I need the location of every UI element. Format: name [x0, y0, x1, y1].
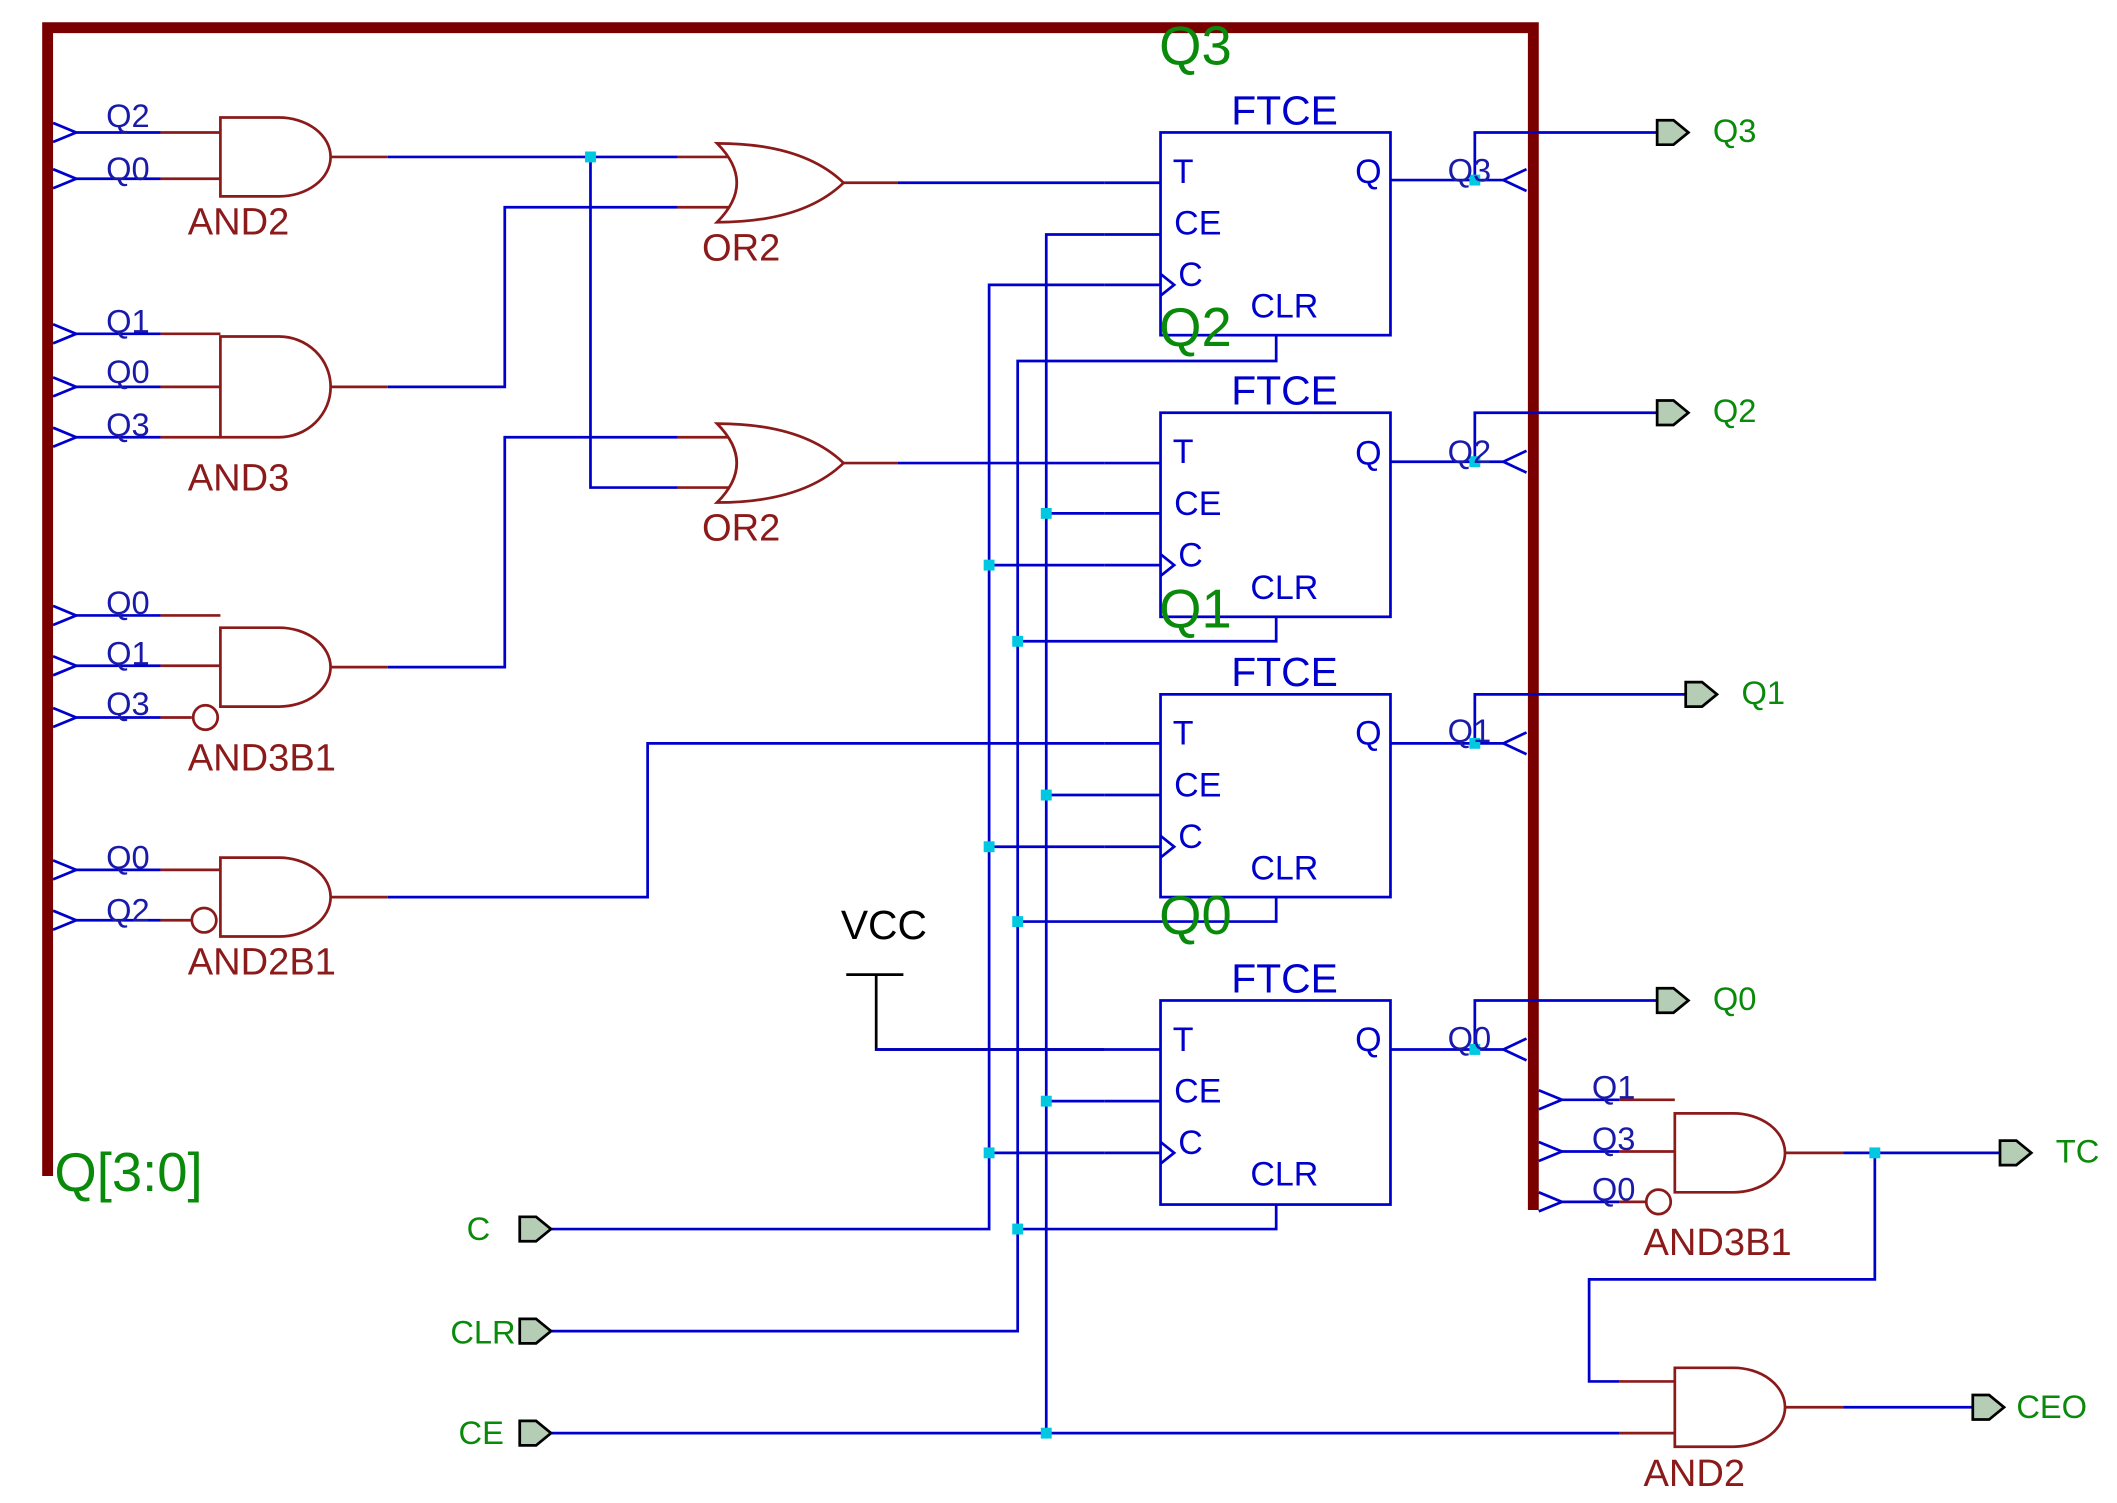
svg-text:Q: Q: [1355, 715, 1381, 753]
svg-text:CE: CE: [1174, 1073, 1221, 1111]
input-port-ce[interactable]: CE: [459, 1414, 554, 1451]
net-label: Q3: [106, 406, 150, 443]
vcc-symbol: VCC: [841, 902, 1105, 1051]
ff-instance-label: Q3: [1159, 15, 1232, 76]
output-port-tc[interactable]: TC: [1998, 1132, 2100, 1169]
port-label: Q3: [1713, 112, 1757, 149]
ff-pin-stubs: [1104, 181, 1161, 1155]
ff-output-nets: Q3 Q2 Q1 Q0: [1390, 131, 1686, 1056]
output-port-q2[interactable]: Q2: [1655, 392, 1757, 429]
svg-text:CE: CE: [1174, 204, 1221, 242]
port-label: TC: [2056, 1132, 2100, 1169]
left-gate-input-wires: [76, 131, 221, 922]
or2-gate-bottom[interactable]: OR2: [677, 422, 1105, 550]
bus-label: Q[3:0]: [54, 1142, 202, 1203]
net-label: Q2: [106, 97, 150, 134]
net-label: Q0: [106, 150, 150, 187]
ftce-flipflop-q1[interactable]: FTCE T CE C CLR Q Q1: [1159, 579, 1392, 899]
net-label: Q0: [106, 584, 150, 621]
left-net-labels: Q2 Q0 Q1 Q0 Q3 Q0 Q1 Q3 Q0 Q2: [106, 97, 150, 929]
junction-dot: [585, 151, 596, 163]
ftce-flipflop-q2[interactable]: FTCE T CE C CLR Q Q2: [1159, 297, 1392, 619]
svg-text:Q: Q: [1355, 153, 1381, 191]
net-label: Q2: [1448, 433, 1492, 470]
ff-instance-label: Q1: [1159, 579, 1232, 640]
svg-text:CLR: CLR: [1250, 1156, 1318, 1194]
svg-text:Q: Q: [1355, 434, 1381, 472]
svg-text:Q: Q: [1355, 1021, 1381, 1059]
gate-label: AND3B1: [188, 738, 336, 780]
svg-text:C: C: [1178, 256, 1203, 294]
net-label: Q1: [1448, 712, 1492, 749]
net-label: Q0: [106, 353, 150, 390]
svg-text:CLR: CLR: [1250, 569, 1318, 607]
port-label: Q2: [1713, 392, 1757, 429]
net-label: Q1: [106, 302, 150, 339]
gate-label: AND2B1: [188, 942, 336, 984]
input-port-clr[interactable]: CLR: [450, 1313, 554, 1350]
port-label: Q0: [1713, 980, 1757, 1017]
svg-text:CE: CE: [1174, 766, 1221, 804]
svg-text:T: T: [1173, 433, 1194, 471]
net-label: Q0: [1592, 1170, 1636, 1207]
gate-label: OR2: [702, 227, 780, 269]
port-label: C: [467, 1210, 491, 1247]
svg-text:CE: CE: [1174, 485, 1221, 523]
and2-gate-ceo[interactable]: AND2: [1619, 1366, 1973, 1495]
clock-net: [551, 283, 1105, 1231]
net-label: Q1: [106, 634, 150, 671]
and2b1-gate[interactable]: AND2B1: [188, 741, 1105, 984]
net-label: Q1: [1592, 1068, 1636, 1105]
output-port-q1[interactable]: Q1: [1684, 674, 1785, 711]
gate-label: AND3: [188, 457, 290, 499]
port-label: CEO: [2016, 1388, 2087, 1425]
and3-gate[interactable]: AND3: [188, 205, 678, 499]
gate-label: OR2: [702, 508, 780, 550]
ff-type-label: FTCE: [1231, 87, 1338, 133]
input-port-c[interactable]: C: [467, 1210, 554, 1247]
ff-instance-label: Q2: [1159, 297, 1232, 358]
ff-type-label: FTCE: [1231, 955, 1338, 1001]
ff-instance-label: Q0: [1159, 885, 1232, 946]
ce-net: [551, 233, 1620, 1439]
output-port-q0[interactable]: Q0: [1655, 980, 1757, 1017]
svg-text:CLR: CLR: [1250, 287, 1318, 325]
and3b1-gate-right[interactable]: Q1 Q3 Q0 AND3B1: [1561, 1068, 1844, 1264]
gate-label: AND2: [1644, 1453, 1746, 1495]
port-label: CLR: [450, 1313, 515, 1350]
port-label: Q1: [1741, 674, 1785, 711]
net-label: Q0: [106, 839, 150, 876]
svg-text:CLR: CLR: [1250, 849, 1318, 887]
net-label: Q3: [106, 685, 150, 722]
net-label: Q2: [106, 892, 150, 929]
clr-net: [551, 335, 1278, 1333]
net-label: Q0: [1448, 1019, 1492, 1056]
svg-text:T: T: [1173, 153, 1194, 191]
tc-wire: [1587, 1151, 2000, 1383]
ff-type-label: FTCE: [1231, 649, 1338, 695]
and2-to-or2-bottom-wire: [589, 156, 678, 489]
gate-label: AND2: [188, 201, 290, 243]
ftce-flipflop-q3[interactable]: FTCE T CE C CLR Q Q3: [1159, 15, 1392, 337]
svg-text:C: C: [1178, 1124, 1203, 1162]
or2-gate-top[interactable]: OR2: [677, 141, 1105, 269]
output-port-ceo[interactable]: CEO: [1971, 1388, 2087, 1425]
svg-text:C: C: [1178, 818, 1203, 856]
svg-text:T: T: [1173, 715, 1194, 753]
output-port-q3[interactable]: Q3: [1655, 112, 1757, 149]
net-label: Q3: [1448, 151, 1492, 188]
svg-text:C: C: [1178, 536, 1203, 574]
gate-label: AND3B1: [1644, 1222, 1792, 1264]
net-label: Q3: [1592, 1120, 1636, 1157]
vcc-label: VCC: [841, 902, 927, 948]
port-label: CE: [459, 1414, 504, 1451]
and3b1-gate-left[interactable]: AND3B1: [188, 435, 678, 780]
and2-gate-top[interactable]: AND2: [188, 116, 678, 243]
ftce-flipflop-q0[interactable]: FTCE T CE C CLR Q Q0: [1159, 885, 1392, 1206]
svg-text:T: T: [1173, 1021, 1194, 1059]
ff-type-label: FTCE: [1231, 368, 1338, 414]
